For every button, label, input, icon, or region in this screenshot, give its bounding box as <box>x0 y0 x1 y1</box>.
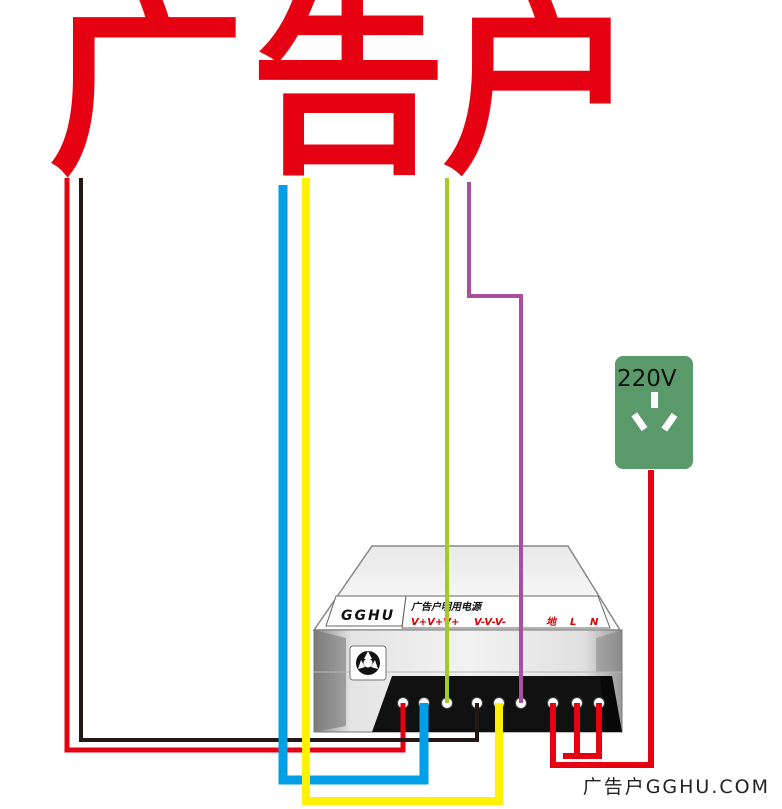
outlet-slot-left <box>631 412 648 432</box>
terminal-block-edge <box>600 676 622 732</box>
outlet-voltage-label: 220V <box>617 366 677 392</box>
psu-label-plate <box>401 595 611 629</box>
wire-blue <box>278 185 429 785</box>
wires <box>64 178 654 805</box>
wire-purple <box>467 182 523 703</box>
psu-brand: GGHU <box>341 608 395 624</box>
power-supply: GGHU 广告户明用电源 V+V+V+ V-V-V- 地 L N <box>312 545 623 733</box>
outlet-slot-top <box>651 392 658 408</box>
terminal-label-vplus: V+V+V+ <box>411 617 459 628</box>
terminal-label-ground: 地 <box>546 616 558 628</box>
fan-icon <box>349 645 387 681</box>
wire-ac-outer <box>550 470 654 768</box>
wire-red-left <box>64 178 406 753</box>
footer-watermark: 广告户GGHU.COM <box>582 776 770 798</box>
title-char-guang: 广 <box>48 0 245 202</box>
psu-right-shadow <box>596 630 622 672</box>
wire-yellow <box>302 178 503 805</box>
terminal-label-vminus: V-V-V- <box>474 617 506 628</box>
outlet-slot-right <box>661 412 678 432</box>
outlet-body <box>615 356 693 469</box>
psu-left-shadow <box>314 630 346 732</box>
wire-ac-inner <box>574 703 602 759</box>
power-outlet: 220V <box>615 356 693 469</box>
title-char-hu: 户 <box>442 0 639 202</box>
terminal-label-l: L <box>570 617 576 628</box>
title-char-gao: 告 <box>250 0 447 202</box>
terminal-label-n: N <box>590 617 599 628</box>
